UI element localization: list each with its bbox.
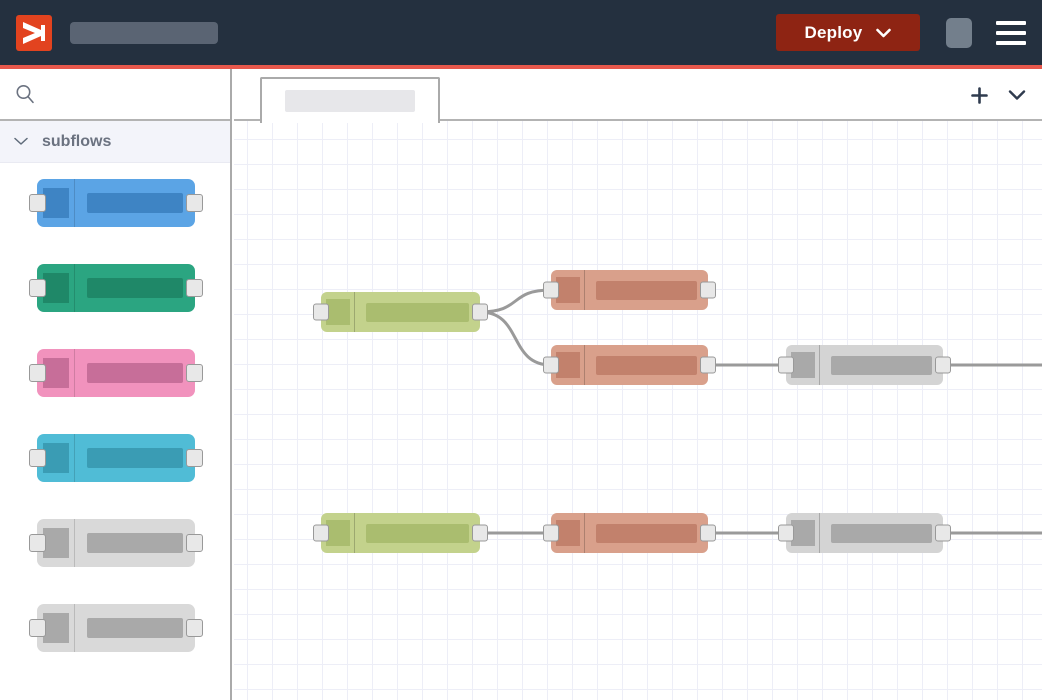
palette-node-label (87, 533, 183, 553)
flow-wire (479, 310, 552, 367)
palette-node-3[interactable] (29, 349, 203, 397)
flow-node-green-2[interactable] (313, 513, 488, 553)
app-header: Deploy (0, 0, 1042, 65)
palette-node-output-port[interactable] (186, 194, 203, 212)
node-red-logo-icon[interactable] (16, 14, 52, 51)
subflow-icon (37, 434, 75, 482)
hamburger-menu-icon[interactable] (996, 20, 1026, 45)
search-input[interactable] (0, 69, 230, 121)
palette-node-label (87, 618, 183, 638)
subflow-icon (37, 179, 75, 227)
node-output-port[interactable] (700, 524, 716, 542)
palette-category-label: subflows (42, 132, 112, 150)
palette-node-input-port[interactable] (29, 619, 46, 637)
palette-node-input-port[interactable] (29, 449, 46, 467)
node-output-port[interactable] (472, 303, 488, 321)
palette-node-output-port[interactable] (186, 279, 203, 297)
palette-node-input-port[interactable] (29, 194, 46, 212)
palette-node-output-port[interactable] (186, 619, 203, 637)
node-icon (786, 345, 820, 385)
node-input-port[interactable] (313, 303, 329, 321)
flow-tabbar (234, 69, 1042, 123)
palette-node-input-port[interactable] (29, 534, 46, 552)
palette-category-subflows[interactable]: subflows (0, 121, 230, 163)
palette-node-output-port[interactable] (186, 449, 203, 467)
deploy-button[interactable]: Deploy (776, 14, 920, 51)
palette-node-label (87, 193, 183, 213)
subflow-icon (37, 604, 75, 652)
palette-node-output-port[interactable] (186, 534, 203, 552)
flow-grid[interactable] (234, 121, 1042, 700)
node-label (366, 302, 469, 322)
flow-menu-button[interactable] (1008, 89, 1026, 101)
node-label (596, 523, 697, 543)
node-output-port[interactable] (935, 524, 951, 542)
palette-node-label (87, 363, 183, 383)
palette-node-6[interactable] (29, 604, 203, 652)
palette-node-input-port[interactable] (29, 364, 46, 382)
flow-node-salmon-1[interactable] (543, 270, 716, 310)
palette-sidebar: subflows (0, 69, 232, 700)
node-label (831, 523, 932, 543)
flow-node-salmon-3[interactable] (543, 513, 716, 553)
node-label (831, 355, 932, 375)
flow-node-green-1[interactable] (313, 292, 488, 332)
flow-node-grey-1[interactable] (778, 345, 951, 385)
node-input-port[interactable] (313, 524, 329, 542)
node-output-port[interactable] (935, 356, 951, 374)
node-input-port[interactable] (543, 281, 559, 299)
chevron-down-icon (876, 23, 892, 43)
deploy-button-label: Deploy (804, 22, 863, 42)
flow-wire (479, 288, 552, 314)
flow-tab-label (285, 90, 415, 112)
node-label (366, 523, 469, 543)
palette-node-4[interactable] (29, 434, 203, 482)
flow-node-grey-2[interactable] (778, 513, 951, 553)
node-output-port[interactable] (472, 524, 488, 542)
node-input-port[interactable] (778, 356, 794, 374)
search-icon (14, 83, 36, 105)
node-icon (551, 513, 585, 553)
palette-node-1[interactable] (29, 179, 203, 227)
node-input-port[interactable] (543, 356, 559, 374)
palette-node-input-port[interactable] (29, 279, 46, 297)
node-input-port[interactable] (778, 524, 794, 542)
avatar[interactable] (946, 17, 972, 48)
flow-tab-actions (971, 69, 1026, 121)
palette-node-output-port[interactable] (186, 364, 203, 382)
node-icon (321, 513, 355, 553)
chevron-down-icon (14, 133, 28, 151)
add-flow-button[interactable] (971, 86, 988, 104)
subflow-icon (37, 349, 75, 397)
header-actions: Deploy (776, 14, 1042, 51)
palette-node-label (87, 448, 183, 468)
palette-node-5[interactable] (29, 519, 203, 567)
node-output-port[interactable] (700, 281, 716, 299)
flow-node-salmon-2[interactable] (543, 345, 716, 385)
page-title (70, 21, 218, 44)
flow-tab-active[interactable] (260, 77, 440, 123)
palette-node-2[interactable] (29, 264, 203, 312)
node-output-port[interactable] (700, 356, 716, 374)
subflow-icon (37, 264, 75, 312)
subflow-icon (37, 519, 75, 567)
node-icon (786, 513, 820, 553)
flow-wires (479, 288, 1042, 535)
node-label (596, 280, 697, 300)
node-icon (321, 292, 355, 332)
palette-node-label (87, 278, 183, 298)
node-icon (551, 270, 585, 310)
node-icon (551, 345, 585, 385)
node-label (596, 355, 697, 375)
node-input-port[interactable] (543, 524, 559, 542)
palette-node-list (0, 163, 230, 652)
header-accent-divider (0, 65, 1042, 69)
flow-canvas-area (234, 69, 1042, 700)
